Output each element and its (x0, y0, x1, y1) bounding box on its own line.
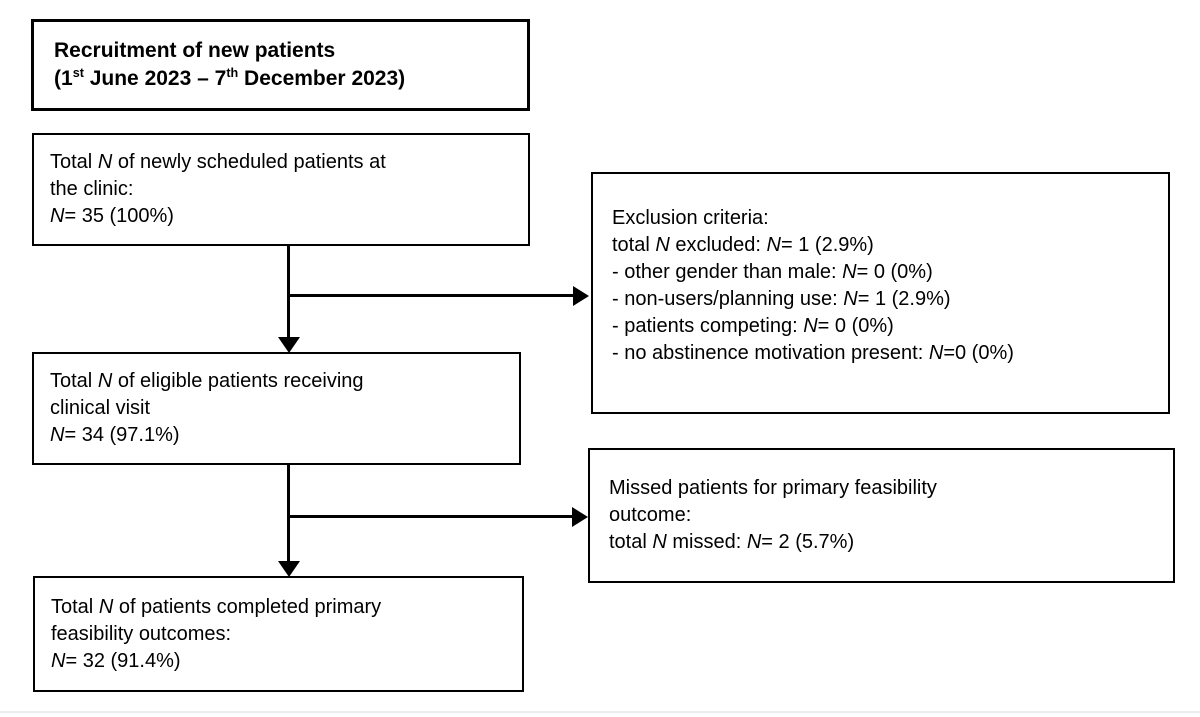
down-arrowhead-icon-1 (278, 337, 300, 353)
missed-patients-box: Missed patients for primary feasibility o… (588, 448, 1175, 583)
page-bottom-rule (0, 711, 1200, 713)
text-line: N= 34 (97.1%) (50, 424, 180, 446)
eligible-patients-box: Total N of eligible patients receiving cl… (32, 352, 521, 465)
text-line: Recruitment of new patients (54, 39, 336, 62)
exclusion-criteria-box: Exclusion criteria: total N excluded: N= … (591, 172, 1170, 414)
text-line: Exclusion criteria: (612, 207, 769, 229)
text-line: outcome: (609, 504, 692, 526)
right-arrowhead-icon-exclusion (573, 286, 589, 306)
right-arrowhead-icon-missed (572, 507, 588, 527)
text-line: total N excluded: N= 1 (2.9%) (612, 234, 874, 256)
text-line: N= 32 (91.4%) (51, 649, 181, 672)
newly-scheduled-patients-box: Total N of newly scheduled patients at th… (32, 133, 530, 246)
text-line: - no abstinence motivation present: N=0 … (612, 342, 1014, 364)
down-arrow-line-2 (287, 465, 290, 562)
text-line: feasibility outcomes: (51, 622, 232, 645)
recruitment-title-box: Recruitment of new patients (1st June 202… (31, 19, 530, 111)
down-arrow-line-1 (287, 246, 290, 340)
branch-arrow-line-exclusion (288, 294, 575, 297)
text-line: N= 35 (100%) (50, 205, 174, 227)
text-line: total N missed: N= 2 (5.7%) (609, 531, 855, 553)
text-line: the clinic: (50, 178, 134, 200)
down-arrowhead-icon-2 (278, 561, 300, 577)
text-line: clinical visit (50, 397, 151, 419)
text-line: - other gender than male: N= 0 (0%) (612, 261, 933, 283)
branch-arrow-line-missed (288, 515, 574, 518)
text-line: Total N of newly scheduled patients at (50, 151, 386, 173)
text-line: (1st June 2023 – 7th December 2023) (54, 66, 406, 90)
text-line: Total N of patients completed primary (51, 595, 382, 618)
text-line: Missed patients for primary feasibility (609, 477, 937, 499)
text-line: - patients competing: N= 0 (0%) (612, 315, 894, 337)
completed-patients-box: Total N of patients completed primary fea… (33, 576, 524, 692)
text-line: - non-users/planning use: N= 1 (2.9%) (612, 288, 951, 310)
text-line: Total N of eligible patients receiving (50, 370, 364, 392)
